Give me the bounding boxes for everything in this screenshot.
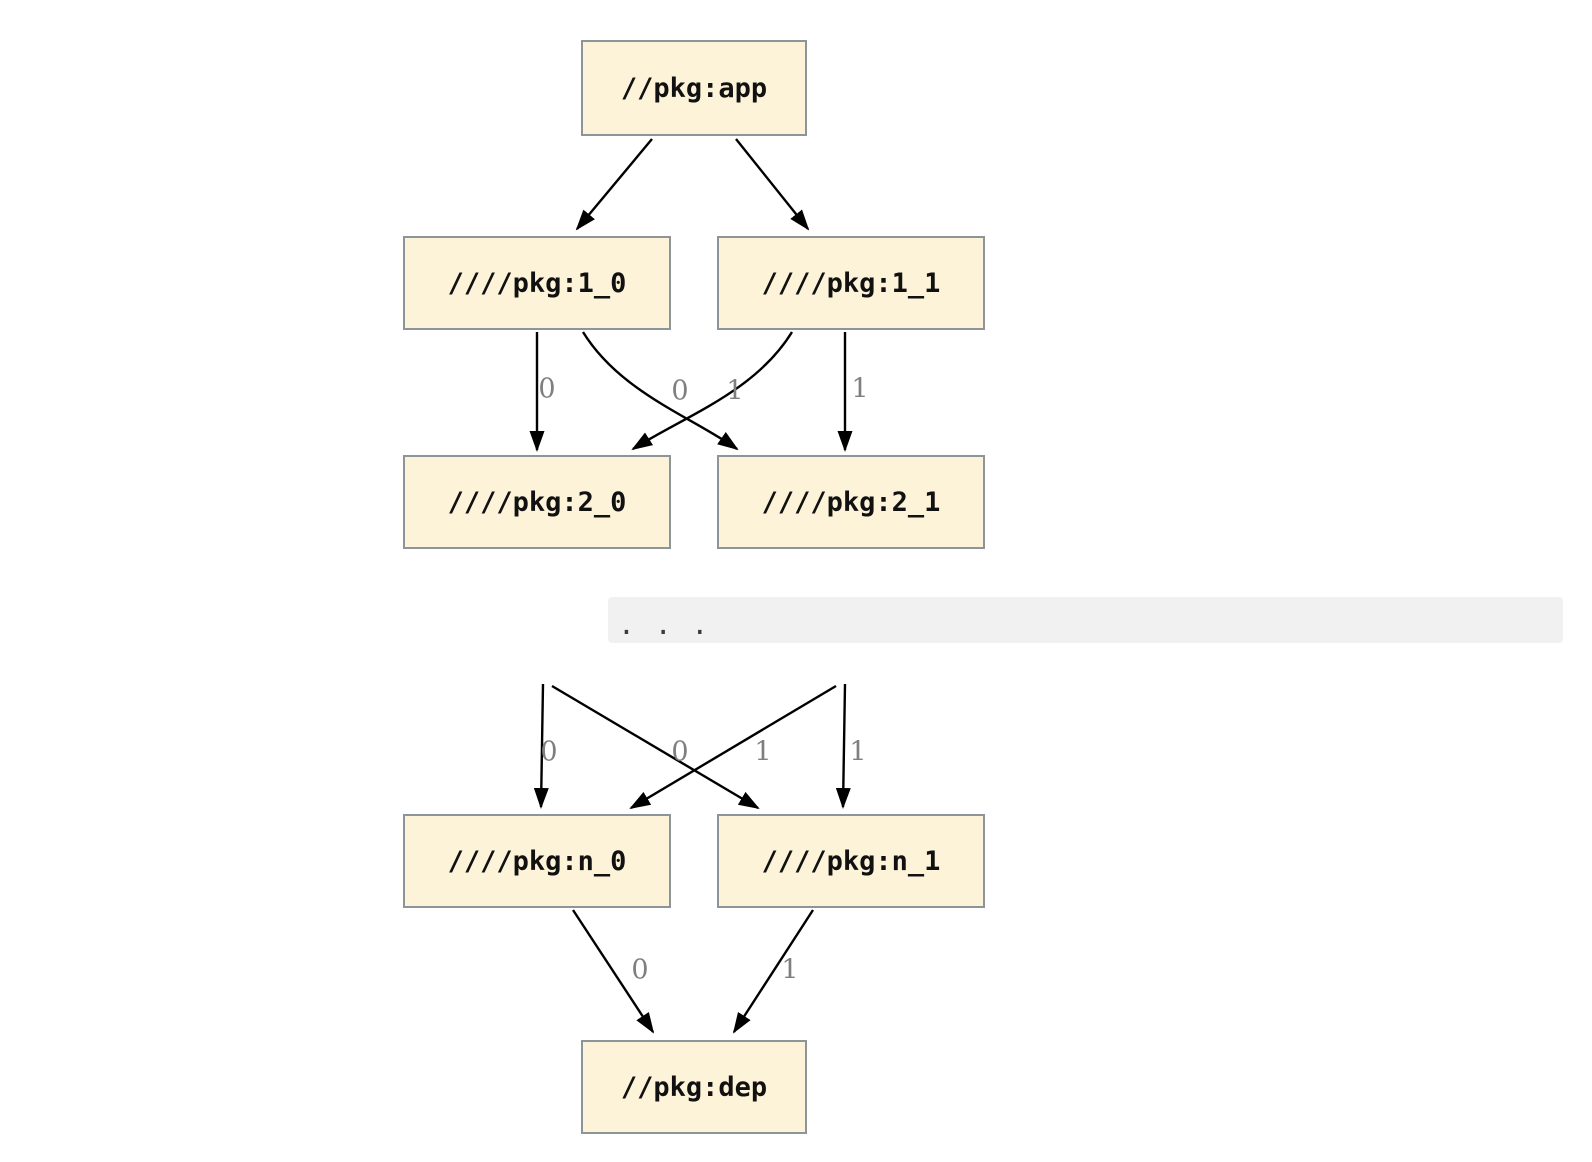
ellipsis-band: . . . <box>608 597 1563 643</box>
node-pkg-n_1: ////pkg:n_1 <box>717 814 985 908</box>
node-pkg-app: //pkg:app <box>581 40 807 136</box>
node-pkg-1_0: ////pkg:1_0 <box>403 236 671 330</box>
edge-label: 1 <box>754 736 772 768</box>
edge-prev-to-n_0 <box>533 683 549 809</box>
node-label: ////pkg:1_1 <box>761 267 941 299</box>
node-label: //pkg:dep <box>620 1071 768 1103</box>
edge-prev-to-n_1-cross <box>551 684 760 810</box>
edge-prev-to-n_1 <box>835 683 851 809</box>
node-pkg-n_0: ////pkg:n_0 <box>403 814 671 908</box>
edge-1_1-to-2_0 <box>631 331 794 451</box>
edge-n_1-to-dep <box>732 909 815 1034</box>
edge-label: 0 <box>538 373 556 405</box>
node-pkg-dep: //pkg:dep <box>581 1040 807 1134</box>
edge-label: 1 <box>781 954 799 986</box>
node-label: ////pkg:n_1 <box>761 845 941 877</box>
edge-app-to-1_1 <box>735 138 810 231</box>
node-label: //pkg:app <box>620 72 768 104</box>
node-label: ////pkg:2_1 <box>761 486 941 518</box>
edge-label: 0 <box>671 375 689 407</box>
ellipsis-dots: . . . <box>618 608 709 641</box>
edge-label: 1 <box>851 373 869 405</box>
edge-1_0-to-2_1 <box>581 331 739 451</box>
node-label: ////pkg:2_0 <box>447 486 627 518</box>
edge-label: 0 <box>631 954 649 986</box>
edge-label: 0 <box>671 736 689 768</box>
node-label: ////pkg:n_0 <box>447 845 627 877</box>
edge-prev-to-n_0-cross <box>629 684 837 810</box>
node-pkg-2_1: ////pkg:2_1 <box>717 455 985 549</box>
node-pkg-2_0: ////pkg:2_0 <box>403 455 671 549</box>
edge-label: 1 <box>849 736 867 768</box>
edge-n_0-to-dep <box>571 909 655 1034</box>
node-pkg-1_1: ////pkg:1_1 <box>717 236 985 330</box>
node-label: ////pkg:1_0 <box>447 267 627 299</box>
edge-label: 1 <box>726 375 744 407</box>
edge-app-to-1_0 <box>575 138 653 231</box>
edge-label: 0 <box>540 736 558 768</box>
